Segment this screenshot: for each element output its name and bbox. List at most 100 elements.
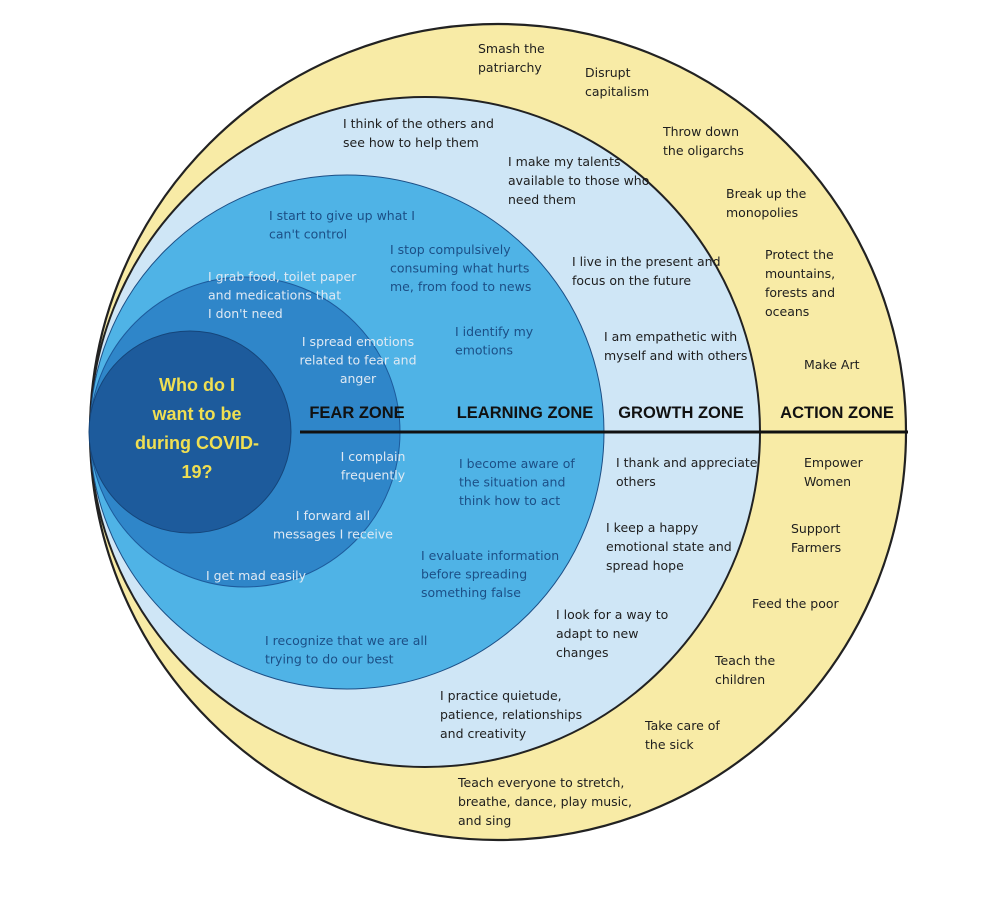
action-statement-line: patriarchy <box>478 60 542 75</box>
fear-statement: I complain frequently <box>341 449 406 483</box>
action-statement-line: Disrupt <box>585 65 631 80</box>
growth-statement: I am empathetic with myself and with othe… <box>604 329 747 363</box>
growth-statement-line: I live in the present and <box>572 254 721 269</box>
growth-statement-line: see how to help them <box>343 135 479 150</box>
learning-statement-line: can't control <box>269 227 347 242</box>
action-statement-line: Smash the <box>478 41 545 56</box>
fear-statement: I get mad easily <box>206 568 307 583</box>
action-statement: Make Art <box>804 357 860 372</box>
fear-statement-line: frequently <box>341 468 406 483</box>
action-statement: Protect the mountains, forests and oceans <box>765 247 835 319</box>
growth-statement-line: patience, relationships <box>440 707 582 722</box>
action-statement-line: Farmers <box>791 540 841 555</box>
action-statement: Teach the children <box>714 653 775 687</box>
growth-statement-line: spread hope <box>606 558 684 573</box>
learning-statement-line: think how to act <box>459 493 560 508</box>
action-statement-line: Teach the <box>714 653 775 668</box>
action-zone-label: ACTION ZONE <box>780 404 894 422</box>
growth-zone-label: GROWTH ZONE <box>618 404 744 422</box>
center-question-line: want to be <box>152 404 242 424</box>
learning-statement: I stop compulsively consuming what hurts m… <box>390 242 531 294</box>
growth-statement-line: I keep a happy <box>606 520 699 535</box>
action-statement: Feed the poor <box>752 596 840 611</box>
fear-statement-line: I forward all <box>296 508 370 523</box>
growth-statement-line: need them <box>508 192 576 207</box>
growth-statement-line: I look for a way to <box>556 607 668 622</box>
growth-statement-line: others <box>616 474 656 489</box>
learning-statement-line: I become aware of <box>459 456 575 471</box>
action-statement-line: the sick <box>645 737 694 752</box>
learning-statement-line: I stop compulsively <box>390 242 511 257</box>
fear-statement: I grab food, toilet paper and medications… <box>208 269 357 321</box>
action-statement: Disrupt capitalism <box>585 65 649 99</box>
action-statement-line: Teach everyone to stretch, <box>457 775 624 790</box>
action-statement-line: the oligarchs <box>663 143 744 158</box>
growth-statement: I live in the present and focus on the fu… <box>572 254 721 288</box>
action-statement-line: mountains, <box>765 266 835 281</box>
growth-statement-line: I am empathetic with <box>604 329 737 344</box>
action-statement: Smash the patriarchy <box>478 41 545 75</box>
action-statement-line: breathe, dance, play music, <box>458 794 632 809</box>
action-statement-line: Feed the poor <box>752 596 840 611</box>
learning-statement-line: before spreading <box>421 567 527 582</box>
learning-statement-line: something false <box>421 585 521 600</box>
fear-statement-line: related to fear and <box>299 353 416 368</box>
growth-statement-line: adapt to new <box>556 626 638 641</box>
action-statement: Throw down the oligarchs <box>662 124 744 158</box>
fear-statement-line: anger <box>340 371 377 386</box>
action-statement-line: oceans <box>765 304 809 319</box>
growth-statement-line: focus on the future <box>572 273 691 288</box>
fear-statement-line: messages I receive <box>273 527 393 542</box>
learning-statement-line: emotions <box>455 343 513 358</box>
fear-statement-line: I don't need <box>208 306 283 321</box>
learning-statement: I evaluate information before spreading so… <box>421 548 559 600</box>
action-statement-line: Throw down <box>662 124 739 139</box>
action-statement: Teach everyone to stretch, breathe, dance… <box>457 775 632 828</box>
learning-statement-line: the situation and <box>459 475 565 490</box>
fear-statement-line: I spread emotions <box>302 334 414 349</box>
fear-statement-line: I get mad easily <box>206 568 307 583</box>
action-statement-line: monopolies <box>726 205 798 220</box>
fear-statement: I spread emotions related to fear and ange… <box>299 334 416 386</box>
action-statement-line: forests and <box>765 285 835 300</box>
action-statement-line: and sing <box>458 813 511 828</box>
learning-zone-label: LEARNING ZONE <box>457 404 594 422</box>
action-statement-line: Empower <box>804 455 864 470</box>
fear-statement: I forward all messages I receive <box>273 508 393 542</box>
action-statement: Take care of the sick <box>644 718 720 752</box>
action-statement-line: Women <box>804 474 851 489</box>
learning-statement-line: consuming what hurts <box>390 261 529 276</box>
learning-statement-line: trying to do our best <box>265 652 394 667</box>
action-statement-line: Make Art <box>804 357 860 372</box>
center-question-line: 19? <box>181 462 212 482</box>
learning-statement-line: me, from food to news <box>390 279 531 294</box>
action-statement-line: Take care of <box>644 718 720 733</box>
fear-statement-line: I complain <box>341 449 406 464</box>
action-statement-line: capitalism <box>585 84 649 99</box>
growth-statement-line: myself and with others <box>604 348 747 363</box>
growth-statement-line: and creativity <box>440 726 527 741</box>
action-statement-line: children <box>715 672 765 687</box>
growth-statement-line: I practice quietude, <box>440 688 562 703</box>
fear-statement-line: and medications that <box>208 288 341 303</box>
learning-statement: I become aware of the situation and think … <box>459 456 575 508</box>
learning-statement-line: I evaluate information <box>421 548 559 563</box>
growth-statement-line: available to those who <box>508 173 649 188</box>
fear-statement-line: I grab food, toilet paper <box>208 269 357 284</box>
growth-statement-line: changes <box>556 645 609 660</box>
action-statement-line: Protect the <box>765 247 834 262</box>
center-question-line: Who do I <box>159 375 235 395</box>
action-statement-line: Break up the <box>726 186 807 201</box>
action-statement: Break up the monopolies <box>726 186 807 220</box>
